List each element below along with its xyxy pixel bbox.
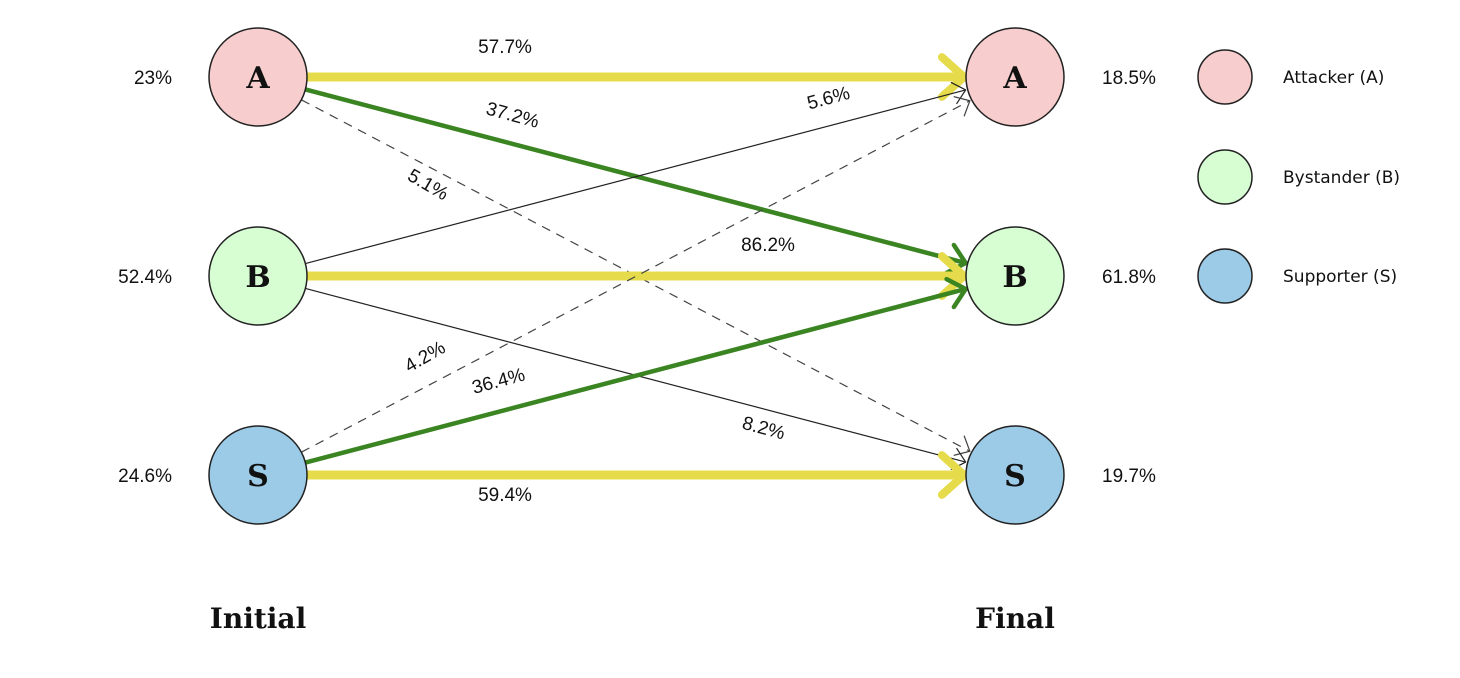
legend-swatch bbox=[1197, 248, 1253, 304]
node-label: S bbox=[247, 459, 269, 494]
legend-label: Attacker (A) bbox=[1283, 68, 1384, 88]
edge-label: 5.6% bbox=[805, 83, 852, 115]
arrowhead-icon bbox=[950, 81, 967, 105]
edge-label: 8.2% bbox=[740, 413, 787, 445]
final-share: 18.5% bbox=[1102, 68, 1156, 89]
initial-share: 52.4% bbox=[118, 267, 172, 288]
initial-column-label: Initial bbox=[210, 602, 306, 635]
edge-S-to-B bbox=[304, 286, 967, 465]
node-label: B bbox=[245, 260, 270, 295]
node-label: A bbox=[1002, 61, 1027, 96]
final-share: 19.7% bbox=[1102, 466, 1156, 487]
arrowhead-icon bbox=[953, 435, 971, 456]
edge-label: 37.2% bbox=[484, 99, 542, 133]
legend-label: Bystander (B) bbox=[1283, 168, 1400, 188]
initial-share: 24.6% bbox=[118, 466, 172, 487]
edge-A-to-S bbox=[301, 99, 971, 452]
initial-node-S bbox=[208, 425, 308, 525]
nodes: A A 23% 18.5% B B 52.4% 61.8% S S 24.6% 19.7% bbox=[118, 27, 1156, 525]
node-label: A bbox=[245, 61, 270, 96]
arrowhead-icon bbox=[944, 276, 968, 310]
initial-share: 23% bbox=[134, 68, 172, 89]
arrowhead-icon bbox=[953, 96, 971, 117]
legend-swatch bbox=[1197, 49, 1253, 105]
final-column-label: Final bbox=[975, 602, 1055, 635]
final-node-A bbox=[965, 27, 1065, 127]
edge-label: 4.2% bbox=[401, 337, 449, 377]
edge-label: 59.4% bbox=[478, 485, 532, 506]
edge-label: 36.4% bbox=[470, 365, 528, 399]
arrowhead-icon bbox=[937, 451, 969, 499]
initial-node-A bbox=[208, 27, 308, 127]
edge-B-to-A bbox=[305, 89, 966, 265]
edges: 57.7% 37.2% 5.1% 5.6% 86.2% 8.2% 4.2% 36.4% 59.4… bbox=[301, 37, 971, 506]
node-label: S bbox=[1004, 459, 1026, 494]
legend: Attacker (A) Bystander (B) Supporter (S) bbox=[1197, 49, 1400, 304]
initial-node-B bbox=[208, 226, 308, 326]
edge-S-to-A bbox=[301, 100, 971, 453]
node-label: B bbox=[1002, 260, 1027, 295]
final-node-S bbox=[965, 425, 1065, 525]
edge-label: 5.1% bbox=[404, 165, 452, 205]
edge-label: 57.7% bbox=[478, 37, 532, 58]
final-share: 61.8% bbox=[1102, 267, 1156, 288]
arrowhead-icon bbox=[937, 252, 969, 300]
arrowhead-icon bbox=[937, 53, 969, 101]
final-node-B bbox=[965, 226, 1065, 326]
edge-label: 86.2% bbox=[741, 235, 795, 256]
legend-label: Supporter (S) bbox=[1283, 267, 1397, 287]
legend-swatch bbox=[1197, 149, 1253, 205]
